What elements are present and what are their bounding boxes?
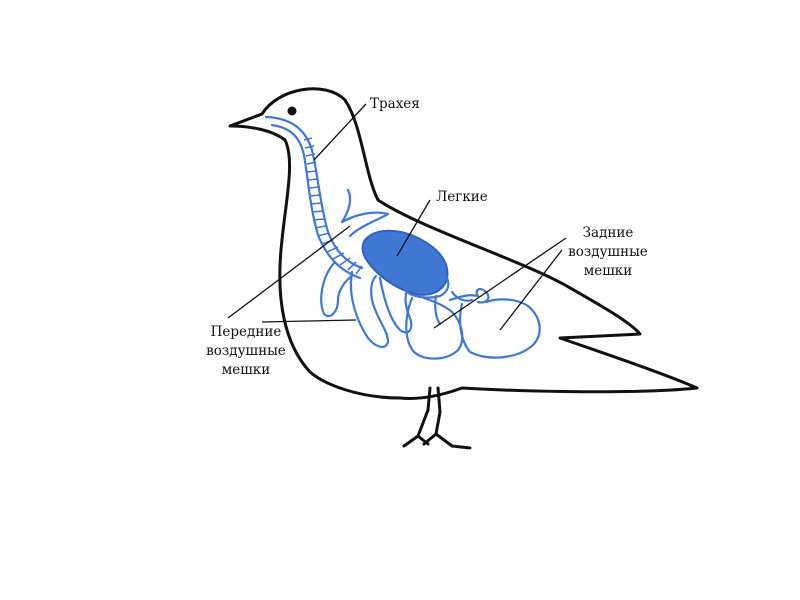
- label-rear-sacs-line1: Задние: [583, 225, 634, 241]
- trachea-tube: [264, 115, 364, 270]
- label-lungs: Легкие: [436, 189, 488, 205]
- leader-trachea: [313, 103, 367, 161]
- bird-body-outline: [228, 87, 699, 400]
- trachea-tube-inner: [270, 123, 362, 280]
- label-front-sacs-line1: Передние: [211, 324, 282, 340]
- front-air-sac-upper: [340, 188, 390, 238]
- eye: [287, 106, 297, 116]
- front-air-sac-left: [320, 260, 354, 318]
- leader-lungs: [396, 199, 431, 257]
- label-trachea: Трахея: [370, 96, 420, 112]
- leader-front-sacs-1: [227, 225, 351, 319]
- front-air-sac-inner: [378, 276, 413, 334]
- lung-lower-lobe: [403, 276, 450, 299]
- rear-air-sac-connector: [448, 287, 490, 304]
- leader-front-sacs-2: [261, 319, 357, 323]
- rear-air-sac-back: [459, 298, 541, 359]
- leader-rear-sacs-1: [433, 237, 567, 329]
- front-air-sac-mid: [349, 270, 390, 348]
- label-rear-sacs-line2: воздушные: [568, 244, 648, 260]
- lungs: [361, 229, 449, 296]
- legs: [402, 386, 472, 450]
- air-sac-ducts: [434, 290, 474, 326]
- label-rear-sacs-line3: мешки: [584, 263, 632, 279]
- label-front-sacs-line2: воздушные: [206, 343, 286, 359]
- rear-air-sac-front: [405, 296, 464, 360]
- label-front-sacs-line3: мешки: [222, 362, 270, 378]
- leader-rear-sacs-2: [499, 249, 563, 331]
- trachea-rings: [303, 137, 363, 275]
